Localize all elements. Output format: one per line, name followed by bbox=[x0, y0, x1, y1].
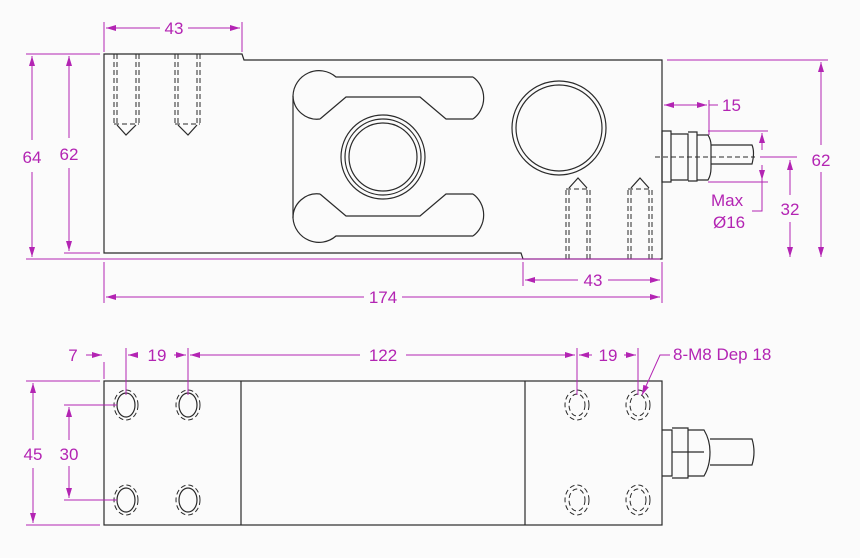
bottom-body bbox=[103, 380, 663, 526]
dim-pitch-19-right: 19 bbox=[599, 346, 618, 365]
bottom-view: 7 19 122 19 8-M8 Dep 18 45 30 bbox=[24, 345, 771, 526]
dim-width-45: 45 bbox=[24, 445, 43, 464]
dim-cable-height-32: 32 bbox=[781, 200, 800, 219]
cable-gland-bottom bbox=[662, 427, 755, 479]
pocket-outline bbox=[292, 70, 485, 243]
cover-inner bbox=[515, 84, 603, 172]
body-outline bbox=[103, 53, 663, 260]
pocket-inner bbox=[292, 95, 473, 219]
dim-pitch-19-left: 19 bbox=[148, 346, 167, 365]
m8-holes bbox=[113, 389, 651, 516]
dim-gland-15: 15 bbox=[722, 96, 741, 115]
dim-edge-7: 7 bbox=[68, 346, 77, 365]
hole-spec-label: 8-M8 Dep 18 bbox=[673, 345, 771, 364]
dim-left-62: 62 bbox=[60, 145, 79, 164]
dimensions-bottom-view: 7 19 122 19 8-M8 Dep 18 45 30 bbox=[24, 345, 771, 526]
cover-outer bbox=[511, 80, 607, 176]
mount-dividers bbox=[240, 381, 526, 525]
cable-gland bbox=[655, 130, 755, 183]
dim-right-62: 62 bbox=[812, 151, 831, 170]
cable-diameter-label: Ø16 bbox=[713, 213, 745, 232]
dim-length-174: 174 bbox=[369, 288, 397, 307]
load-button-mid bbox=[344, 118, 422, 196]
dim-span-122: 122 bbox=[369, 346, 397, 365]
dim-top-43: 43 bbox=[165, 19, 184, 38]
threaded-holes-left bbox=[113, 54, 201, 136]
dim-bottom-43: 43 bbox=[584, 271, 603, 290]
side-view: 43 64 62 174 43 62 32 15 Max bbox=[23, 19, 831, 307]
cable-max-label: Max bbox=[711, 191, 744, 210]
threaded-holes-right bbox=[565, 177, 653, 259]
load-button-inner bbox=[348, 122, 418, 192]
dimensions-top-view: 43 64 62 174 43 62 32 15 Max bbox=[23, 19, 831, 307]
load-button-outer bbox=[340, 114, 426, 200]
dim-left-64: 64 bbox=[23, 148, 42, 167]
dim-hole-spacing-30: 30 bbox=[60, 445, 79, 464]
